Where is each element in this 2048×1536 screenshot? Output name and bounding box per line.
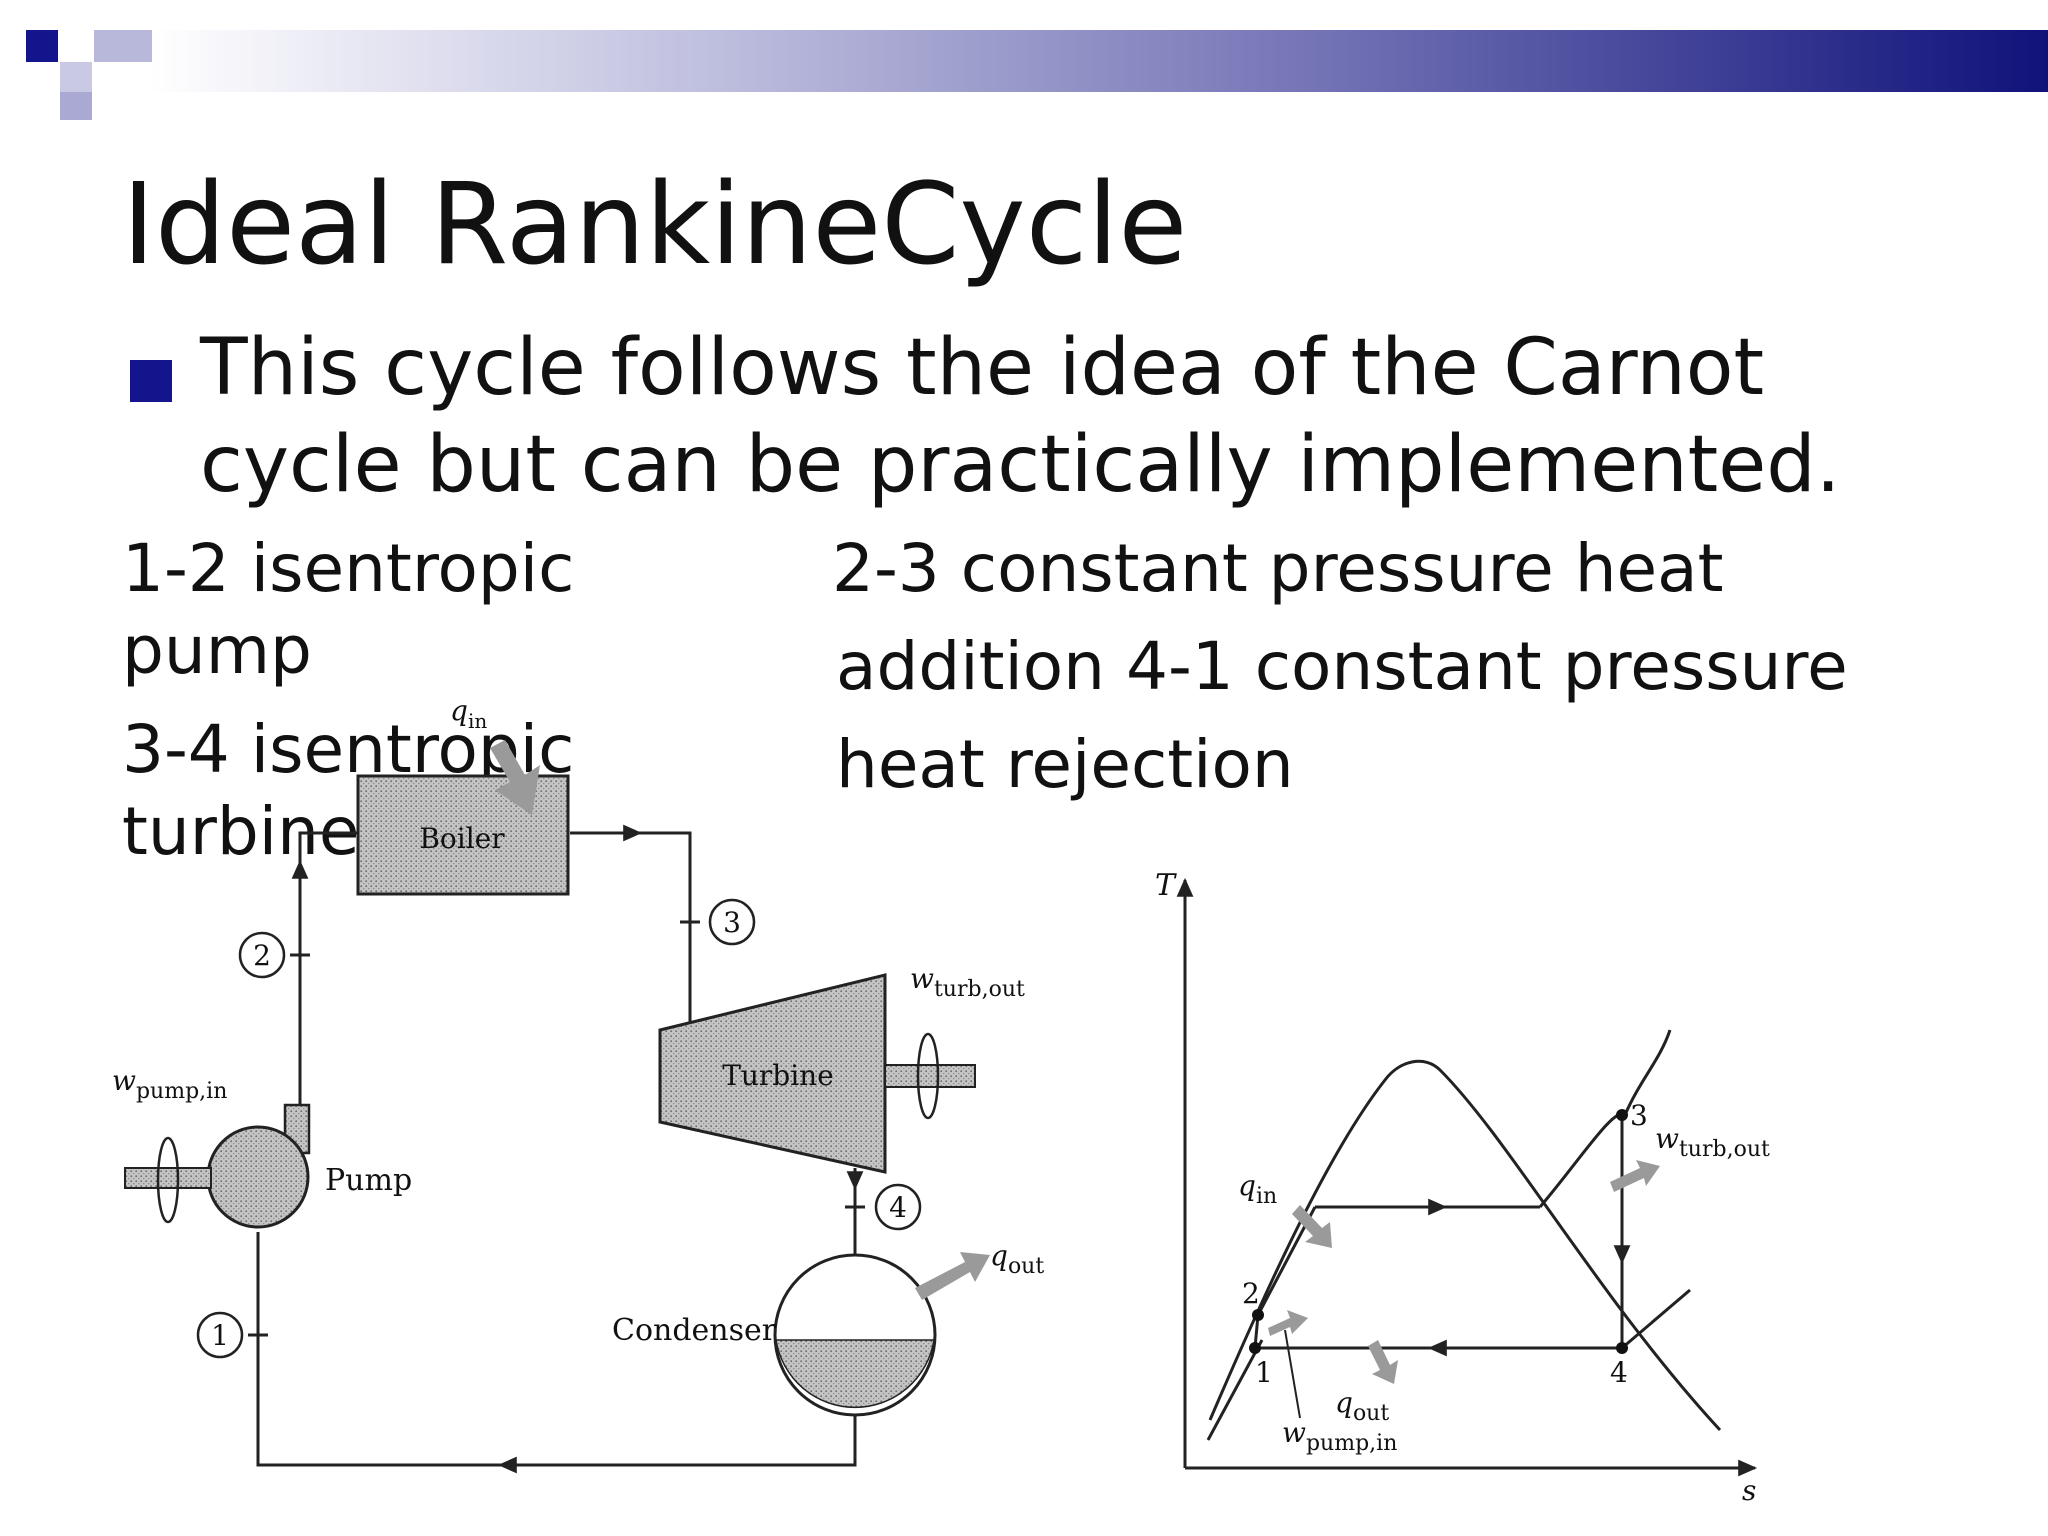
ts-point-3 (1616, 1109, 1628, 1121)
state-markers (196, 898, 922, 1359)
ts-q-out-arrow (1368, 1340, 1398, 1384)
isobar-high (1621, 1288, 1691, 1350)
right-text-1: 2-3 constant pressure heat (832, 530, 1724, 607)
superheat-curve (1538, 1029, 1672, 1208)
isobar-low (1206, 1339, 1264, 1441)
header-gradient-bar (150, 30, 2048, 92)
ts-shaded-arrows (1268, 1160, 1660, 1384)
state-1-label: 1 (211, 1319, 229, 1352)
ts-state-4: 4 (1610, 1356, 1628, 1389)
ts-y-axis-label: T (1155, 868, 1177, 903)
header-square-light (60, 62, 92, 92)
condenser-label: Condenser (612, 1313, 777, 1348)
header-square-dark (26, 30, 58, 62)
ts-state-dots (1249, 1109, 1628, 1354)
turbine-label: Turbine (722, 1059, 834, 1092)
turbine-shaft (884, 1064, 976, 1088)
left-text-2: 3-4 isentropic turbine (122, 711, 575, 870)
pump-rotation-arrow (156, 1136, 180, 1224)
state-2-label: 2 (253, 939, 271, 972)
bullet-text: This cycle follows the idea of the Carno… (200, 323, 1841, 510)
schematic-w-pump: wpump,in (112, 1064, 227, 1104)
schematic-q-out: qout (990, 1239, 1044, 1279)
saturation-dome (1208, 1059, 1722, 1432)
ts-w-turb-label: wturb,out (1655, 1122, 1770, 1162)
bullet-marker (130, 360, 172, 402)
ts-w-pump-leader (1284, 1329, 1301, 1419)
ts-state-2: 2 (1242, 1277, 1260, 1310)
ts-point-1 (1249, 1342, 1261, 1354)
q-in-arrow (490, 740, 540, 815)
slide-title: Ideal RankineCycle (122, 160, 1188, 290)
ts-w-pump-arrow (1268, 1310, 1308, 1336)
state-3-circle (708, 898, 756, 946)
pump-body (206, 1125, 310, 1229)
boiler-label: Boiler (419, 822, 505, 855)
left-text-1: 1-2 isentropic pump (122, 530, 575, 689)
ts-state-1: 1 (1255, 1356, 1273, 1389)
pipe-condenser-to-pump (256, 1232, 857, 1467)
ts-q-out-label: qout (1335, 1386, 1389, 1426)
ts-q-in-label: qin (1238, 1169, 1277, 1209)
schematic-w-turb: wturb,out (910, 962, 1025, 1002)
pump-shaft (124, 1167, 212, 1189)
state-4-circle (874, 1183, 922, 1231)
state-3-label: 3 (723, 906, 741, 939)
state-1-circle (196, 1311, 244, 1359)
pipe-pump-to-boiler (298, 831, 358, 1120)
q-out-arrow (915, 1252, 990, 1300)
ts-state-3: 3 (1630, 1099, 1648, 1132)
pump-label: Pump (325, 1163, 412, 1198)
ts-w-turb-arrow (1610, 1160, 1660, 1192)
state-4-label: 4 (889, 1191, 907, 1224)
turbine-shape (658, 973, 887, 1174)
turbine-rotation-arrow (916, 1032, 940, 1120)
condenser-liquid (775, 1339, 935, 1409)
ts-q-in-arrow (1292, 1205, 1332, 1248)
header-square-mid (60, 92, 92, 120)
ts-point-2 (1252, 1309, 1264, 1321)
state-2-circle (238, 931, 286, 979)
pipe-boiler-to-turbine (570, 831, 692, 1030)
cycle-schematic (248, 824, 865, 1474)
right-text-2: addition 4-1 constant pressure (836, 628, 1848, 705)
header-square-light (94, 30, 152, 62)
ts-x-axis-label: s (1742, 1474, 1756, 1507)
right-text-3: heat rejection (836, 726, 1294, 803)
ts-point-4 (1616, 1342, 1628, 1354)
schematic-q-in: qin (450, 694, 487, 733)
ts-w-pump-label: wpump,in (1282, 1416, 1397, 1456)
